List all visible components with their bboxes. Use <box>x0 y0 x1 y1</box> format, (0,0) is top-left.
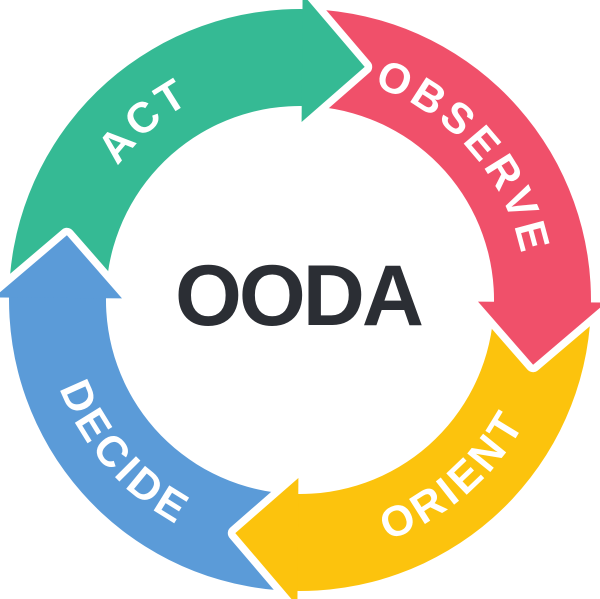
ooda-center-label: OODA <box>175 248 422 344</box>
